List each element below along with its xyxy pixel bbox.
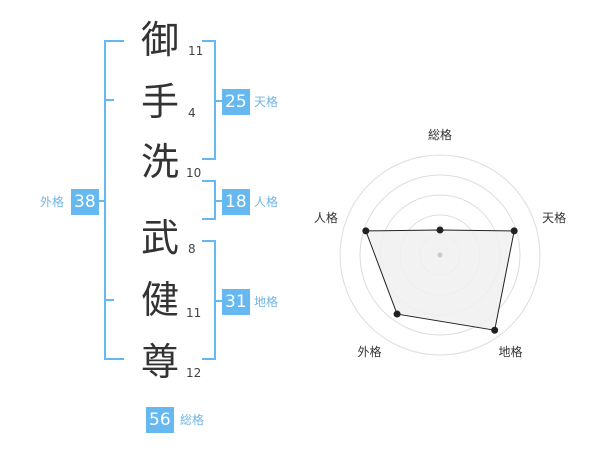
jinkaku-label: 人格 — [254, 195, 279, 209]
radar-axis-label: 人格 — [314, 210, 338, 225]
stroke-count-4: 8 — [188, 242, 196, 256]
gaikaku-value-badge: 38 — [71, 189, 99, 215]
radar-axis-label: 外格 — [357, 344, 381, 359]
bracket-tick — [104, 299, 114, 301]
soukaku-label: 総格 — [180, 413, 205, 427]
name-char-3: 洗 — [140, 140, 179, 184]
name-char-1: 御 — [140, 18, 179, 62]
stroke-count-6: 12 — [186, 366, 202, 380]
stroke-count-5: 11 — [186, 306, 202, 320]
chikaku-label: 地格 — [254, 295, 279, 309]
tenkaku-bracket — [202, 40, 216, 160]
stroke-count-2: 4 — [188, 106, 196, 120]
radar-center-dot — [437, 252, 443, 258]
bracket-connector — [215, 300, 222, 302]
jinkaku-bracket — [202, 180, 216, 220]
gaikaku-bracket — [104, 40, 124, 360]
radar-point — [362, 227, 370, 235]
bracket-tick — [104, 99, 114, 101]
stroke-count-3: 10 — [186, 166, 202, 180]
jinkaku-value-badge: 18 — [222, 189, 250, 215]
radar-axis-label: 地格 — [499, 344, 523, 359]
name-char-5: 健 — [140, 278, 179, 322]
bracket-connector — [215, 200, 222, 202]
tenkaku-label: 天格 — [254, 95, 279, 109]
gaikaku-label: 外格 — [40, 195, 65, 209]
name-char-4: 武 — [140, 216, 179, 260]
radar-point — [510, 227, 518, 235]
tenkaku-value-badge: 25 — [222, 89, 250, 115]
chikaku-value-badge: 31 — [222, 289, 250, 315]
radar-axis-label: 天格 — [542, 210, 566, 225]
name-char-6: 尊 — [140, 340, 179, 384]
radar-axis-label: 総格 — [428, 127, 452, 142]
bracket-connector — [96, 200, 105, 202]
stroke-count-1: 11 — [188, 44, 204, 58]
radar-point — [393, 310, 401, 318]
radar-grid-ring — [359, 174, 521, 336]
bracket-connector — [215, 100, 222, 102]
radar-point — [491, 326, 499, 334]
radar-point — [436, 226, 444, 234]
chikaku-bracket — [202, 240, 216, 360]
radar-grid-ring — [339, 154, 541, 356]
radar-series-area — [365, 229, 515, 331]
name-char-2: 手 — [140, 80, 179, 124]
soukaku-value-badge: 56 — [146, 407, 174, 433]
